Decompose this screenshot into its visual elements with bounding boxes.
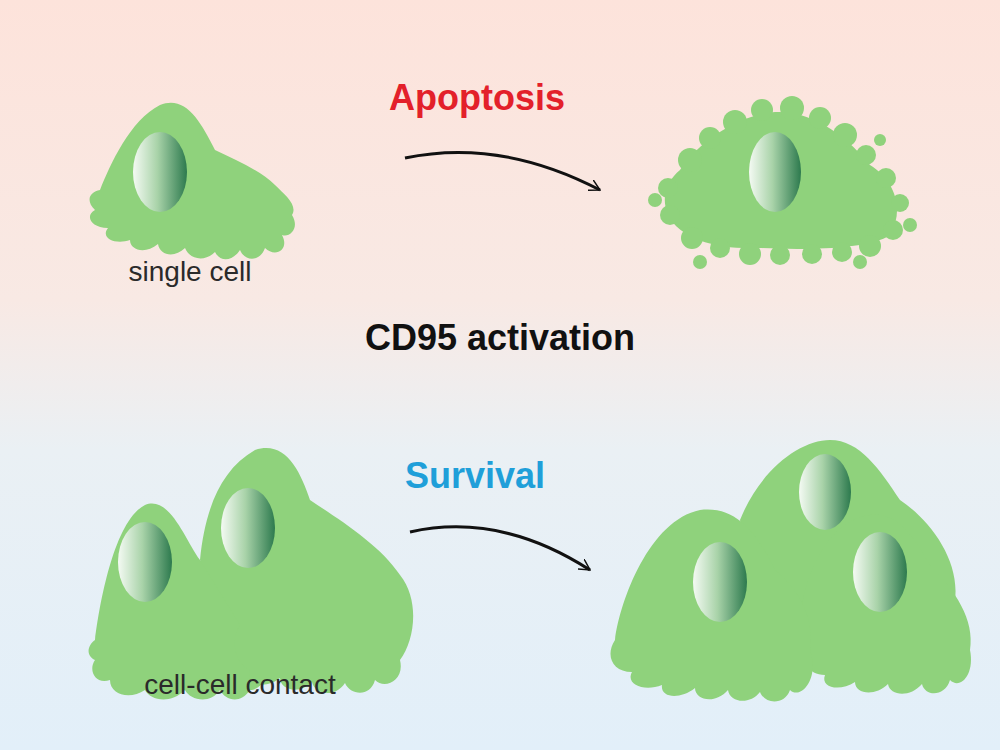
single-cell [90, 103, 295, 260]
cell-caption: cell-cell contact [90, 670, 390, 701]
process-arrow [405, 152, 600, 190]
nucleus [853, 532, 907, 612]
nucleus [749, 132, 801, 212]
process-arrow [410, 527, 590, 570]
nucleus [133, 132, 187, 212]
cell [610, 510, 812, 702]
apoptotic-cell [648, 96, 917, 269]
nucleus [221, 488, 275, 568]
nucleus [799, 454, 851, 530]
cell-caption: single cell [90, 257, 290, 288]
nucleus [118, 522, 172, 602]
cell [800, 515, 971, 694]
cell [200, 448, 413, 693]
outcome-label: Survival [345, 456, 605, 496]
nucleus [693, 542, 747, 622]
outcome-label: Apoptosis [347, 78, 607, 118]
process-label: CD95 activation [300, 318, 700, 358]
